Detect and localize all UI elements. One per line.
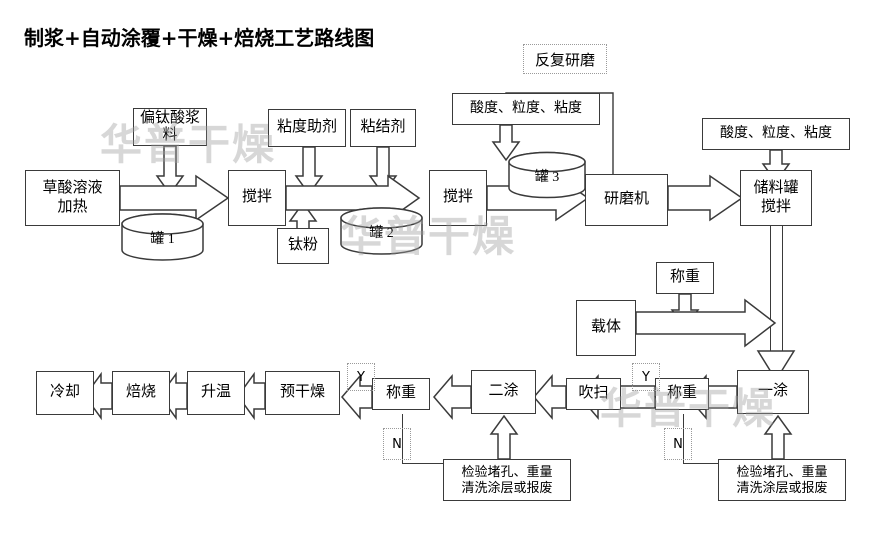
node-heat-up[interactable]: 升温: [187, 371, 245, 415]
arrow-blow-to-coat2: [533, 373, 567, 421]
node-coating-2[interactable]: 二涂: [471, 370, 536, 414]
arrow-carrier-right: [635, 298, 777, 348]
node-coating-1[interactable]: 一涂: [737, 370, 809, 414]
node-inspect-left-line1: 检验堵孔、重量: [461, 463, 553, 479]
arrow-inspectleft-up: [489, 414, 519, 460]
node-weigh-carrier[interactable]: 称重: [656, 262, 714, 294]
node-oxalic-line2: 加热: [57, 199, 88, 215]
line-weigh1-N-down: [402, 414, 404, 464]
node-grinder[interactable]: 研磨机: [585, 174, 668, 226]
arrow-coat2-to-weigh1: [433, 373, 472, 421]
line-storage-to-coat1-a: [770, 226, 772, 362]
node-inspect-left[interactable]: 检验堵孔、重量 清洗涂层或报废: [443, 459, 571, 501]
node-storage-line1: 储料罐: [753, 180, 799, 197]
node-inspect-right-line1: 检验堵孔、重量: [736, 463, 828, 479]
tank-2[interactable]: 罐 2: [340, 207, 423, 255]
page-title: 制浆+自动涂覆+干燥+焙烧工艺路线图: [24, 26, 375, 50]
node-blow-clean[interactable]: 吹扫: [566, 378, 621, 410]
decision-N-left[interactable]: N: [383, 428, 411, 460]
decision-Y-right[interactable]: Y: [632, 363, 660, 391]
line-weigh1-N-right: [402, 463, 444, 465]
node-oxalic-heating[interactable]: 草酸溶液 加热: [25, 170, 120, 226]
node-calcination[interactable]: 焙烧: [112, 371, 170, 415]
node-mixer-2[interactable]: 搅拌: [429, 170, 487, 226]
tank-1[interactable]: 罐 1: [121, 213, 204, 261]
tank-3[interactable]: 罐 3: [508, 151, 586, 199]
node-titanium-powder[interactable]: 钛粉: [277, 228, 329, 264]
line-storage-to-coat1-b: [782, 226, 784, 351]
decision-N-right[interactable]: N: [664, 428, 692, 460]
node-viscosity-aid[interactable]: 粘度助剂: [268, 109, 346, 147]
line-weigh2-N-down: [683, 414, 685, 464]
tank-3-label: 罐 3: [534, 170, 560, 185]
node-binder[interactable]: 粘结剂: [350, 109, 416, 147]
node-inspect-right[interactable]: 检验堵孔、重量 清洗涂层或报废: [718, 459, 846, 501]
node-quality-right[interactable]: 酸度、粒度、粘度: [702, 118, 850, 150]
arrow-weighcarrier-down: [670, 293, 700, 330]
arrow-grinder-to-storage: [667, 174, 744, 222]
node-storage-tank-mixer[interactable]: 储料罐 搅拌: [740, 170, 812, 226]
node-inspect-right-line2: 清洗涂层或报废: [736, 480, 828, 495]
line-weigh2-N-right: [683, 463, 725, 465]
node-feed-obscured[interactable]: 偏钛酸浆料: [133, 108, 207, 146]
arrow-feed-down: [155, 145, 185, 196]
arrow-inspectright-up: [763, 414, 793, 460]
node-weigh-1[interactable]: 称重: [372, 378, 430, 410]
node-pre-drying[interactable]: 预干燥: [265, 371, 340, 415]
tank-1-label: 罐 1: [150, 232, 175, 247]
node-inspect-left-line2: 清洗涂层或报废: [461, 480, 553, 495]
node-carrier[interactable]: 载体: [576, 300, 636, 356]
node-storage-line2: 搅拌: [760, 199, 791, 215]
arrow-viscaid-down: [294, 146, 324, 196]
node-quality-left[interactable]: 酸度、粒度、粘度: [452, 93, 600, 125]
node-mixer-1[interactable]: 搅拌: [228, 170, 286, 226]
node-cooling[interactable]: 冷却: [36, 371, 94, 415]
decision-Y-left[interactable]: Y: [347, 363, 375, 391]
arrow-binder-down: [368, 146, 398, 196]
node-oxalic-line1: 草酸溶液: [42, 180, 103, 197]
tank-2-label: 罐 2: [369, 226, 394, 241]
node-weigh-2[interactable]: 称重: [655, 378, 709, 410]
node-regrind-loop-label[interactable]: 反复研磨: [523, 44, 607, 74]
